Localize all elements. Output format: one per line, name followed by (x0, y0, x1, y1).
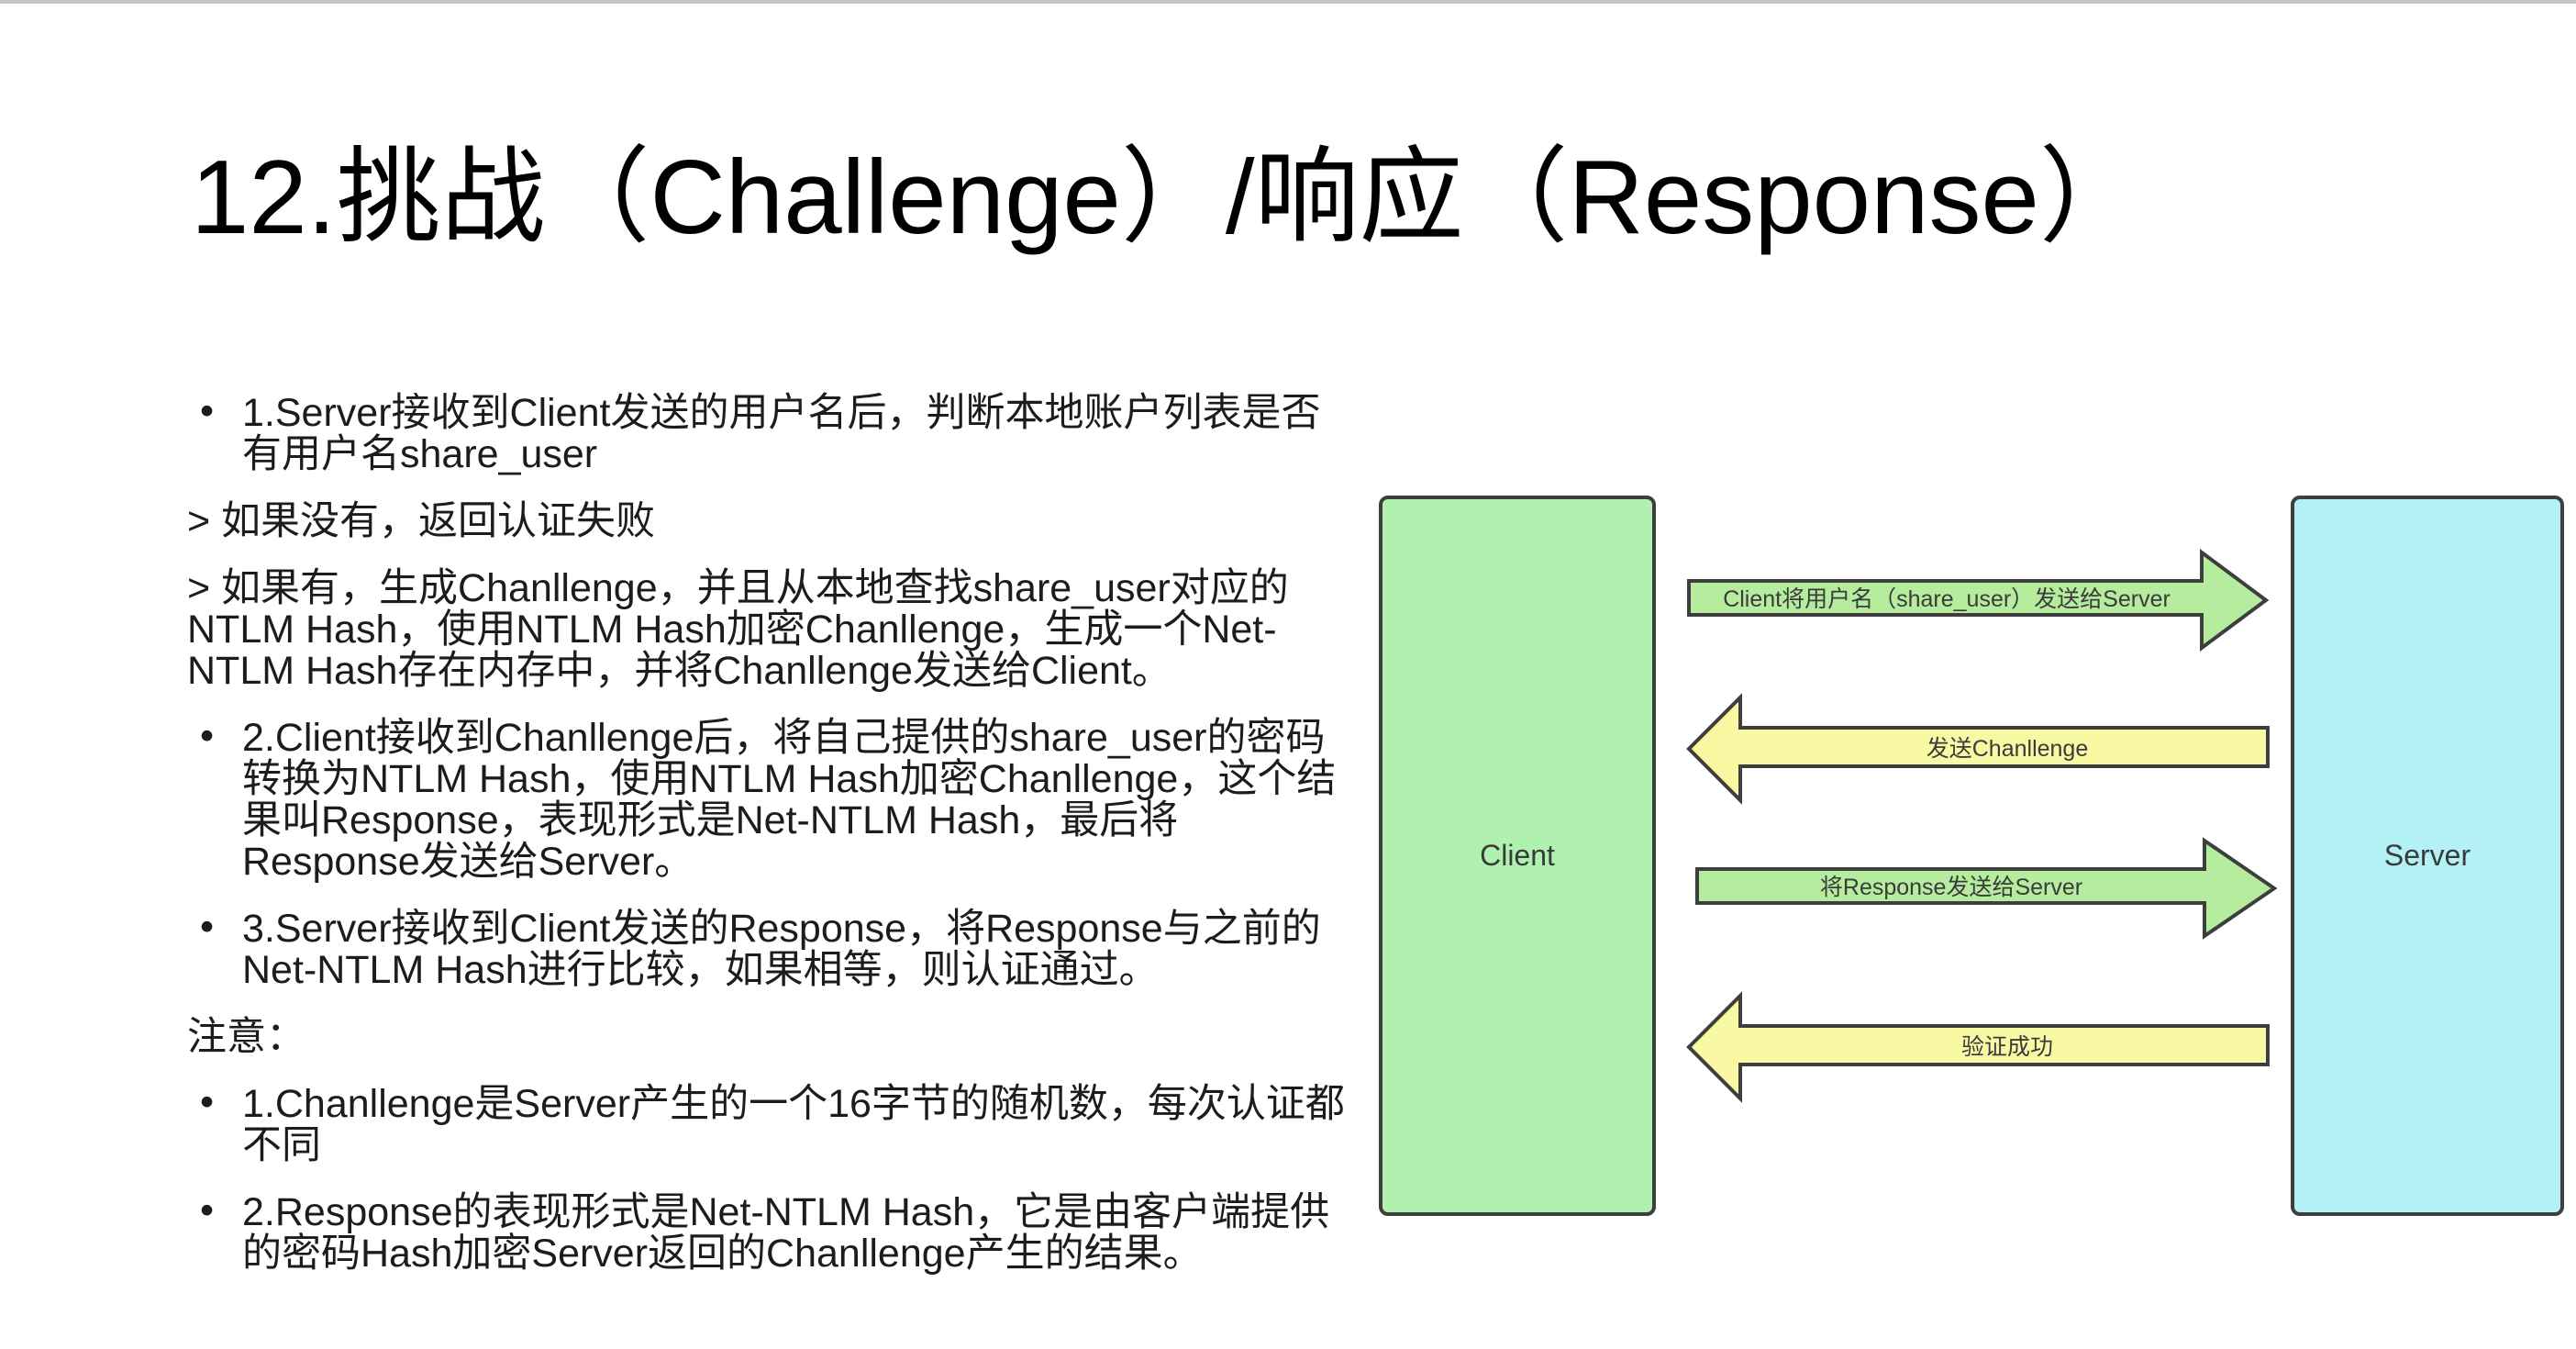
top-bar (0, 0, 2576, 4)
client-node-label: Client (1480, 839, 1555, 872)
list-item: • 2.Response的表现形式是Net-NTLM Hash，它是由客户端提供… (187, 1188, 1354, 1276)
bullet-dot: • (200, 1080, 215, 1124)
note-heading-text: 注意： (187, 1015, 305, 1059)
paragraph-text: > 如果没有，返回认证失败 (187, 499, 656, 543)
arrow-shape (1686, 991, 2270, 1103)
note-heading: 注意： (187, 1017, 1354, 1058)
arrow-auth-success-label: 验证成功 (1961, 1034, 2053, 1060)
body-text: • 1.Server接收到Client发送的用户名后，判断本地账户列表是否有用户… (187, 389, 1354, 1300)
list-item: • 2.Client接收到Chanllenge后，将自己提供的share_use… (187, 714, 1354, 884)
bullet-dot: • (200, 1188, 215, 1232)
list-item-text: 3.Server接收到Client发送的Response，将Response与之… (242, 907, 1321, 992)
list-item: • 1.Chanllenge是Server产生的一个16字节的随机数，每次认证都… (187, 1080, 1354, 1167)
arrow-shape (1687, 549, 2270, 652)
bullet-dot: • (200, 714, 215, 758)
server-node: Server (2291, 496, 2564, 1216)
arrow-send-challenge-icon: 发送Chanllenge (1686, 693, 2270, 805)
arrow-send-response-icon: 将Response发送给Server (1695, 837, 2278, 940)
client-node: Client (1379, 496, 1656, 1216)
list-item-text: 1.Server接收到Client发送的用户名后，判断本地账户列表是否有用户名s… (242, 391, 1321, 476)
list-item-text: 1.Chanllenge是Server产生的一个16字节的随机数，每次认证都不同 (242, 1082, 1345, 1167)
paragraph: > 如果有，生成Chanllenge，并且从本地查找share_user对应的N… (187, 568, 1354, 692)
paragraph-text: > 如果有，生成Chanllenge，并且从本地查找share_user对应的N… (187, 566, 1289, 693)
list-item-text: 2.Response的表现形式是Net-NTLM Hash，它是由客户端提供的密… (242, 1190, 1330, 1276)
arrow-send-challenge-label: 发送Chanllenge (1926, 736, 2089, 762)
arrow-shape (1686, 693, 2270, 805)
client-server-diagram: Client Server Client将用户名（share_user）发送给S… (1379, 496, 2564, 1216)
arrow-send-response-label: 将Response发送给Server (1820, 875, 2082, 900)
bullet-dot: • (200, 389, 215, 433)
list-item-text: 2.Client接收到Chanllenge后，将自己提供的share_user的… (242, 716, 1337, 884)
paragraph: > 如果没有，返回认证失败 (187, 501, 1354, 542)
arrow-send-username-label: Client将用户名（share_user）发送给Server (1723, 586, 2171, 612)
arrow-shape (1695, 837, 2278, 940)
page-title: 12.挑战（Challenge）/响应（Response） (191, 139, 2144, 256)
list-item: • 3.Server接收到Client发送的Response，将Response… (187, 905, 1354, 992)
arrow-auth-success-icon: 验证成功 (1686, 991, 2270, 1103)
arrow-send-username-icon: Client将用户名（share_user）发送给Server (1687, 549, 2270, 652)
server-node-label: Server (2383, 839, 2471, 872)
bullet-dot: • (200, 905, 215, 949)
list-item: • 1.Server接收到Client发送的用户名后，判断本地账户列表是否有用户… (187, 389, 1354, 476)
